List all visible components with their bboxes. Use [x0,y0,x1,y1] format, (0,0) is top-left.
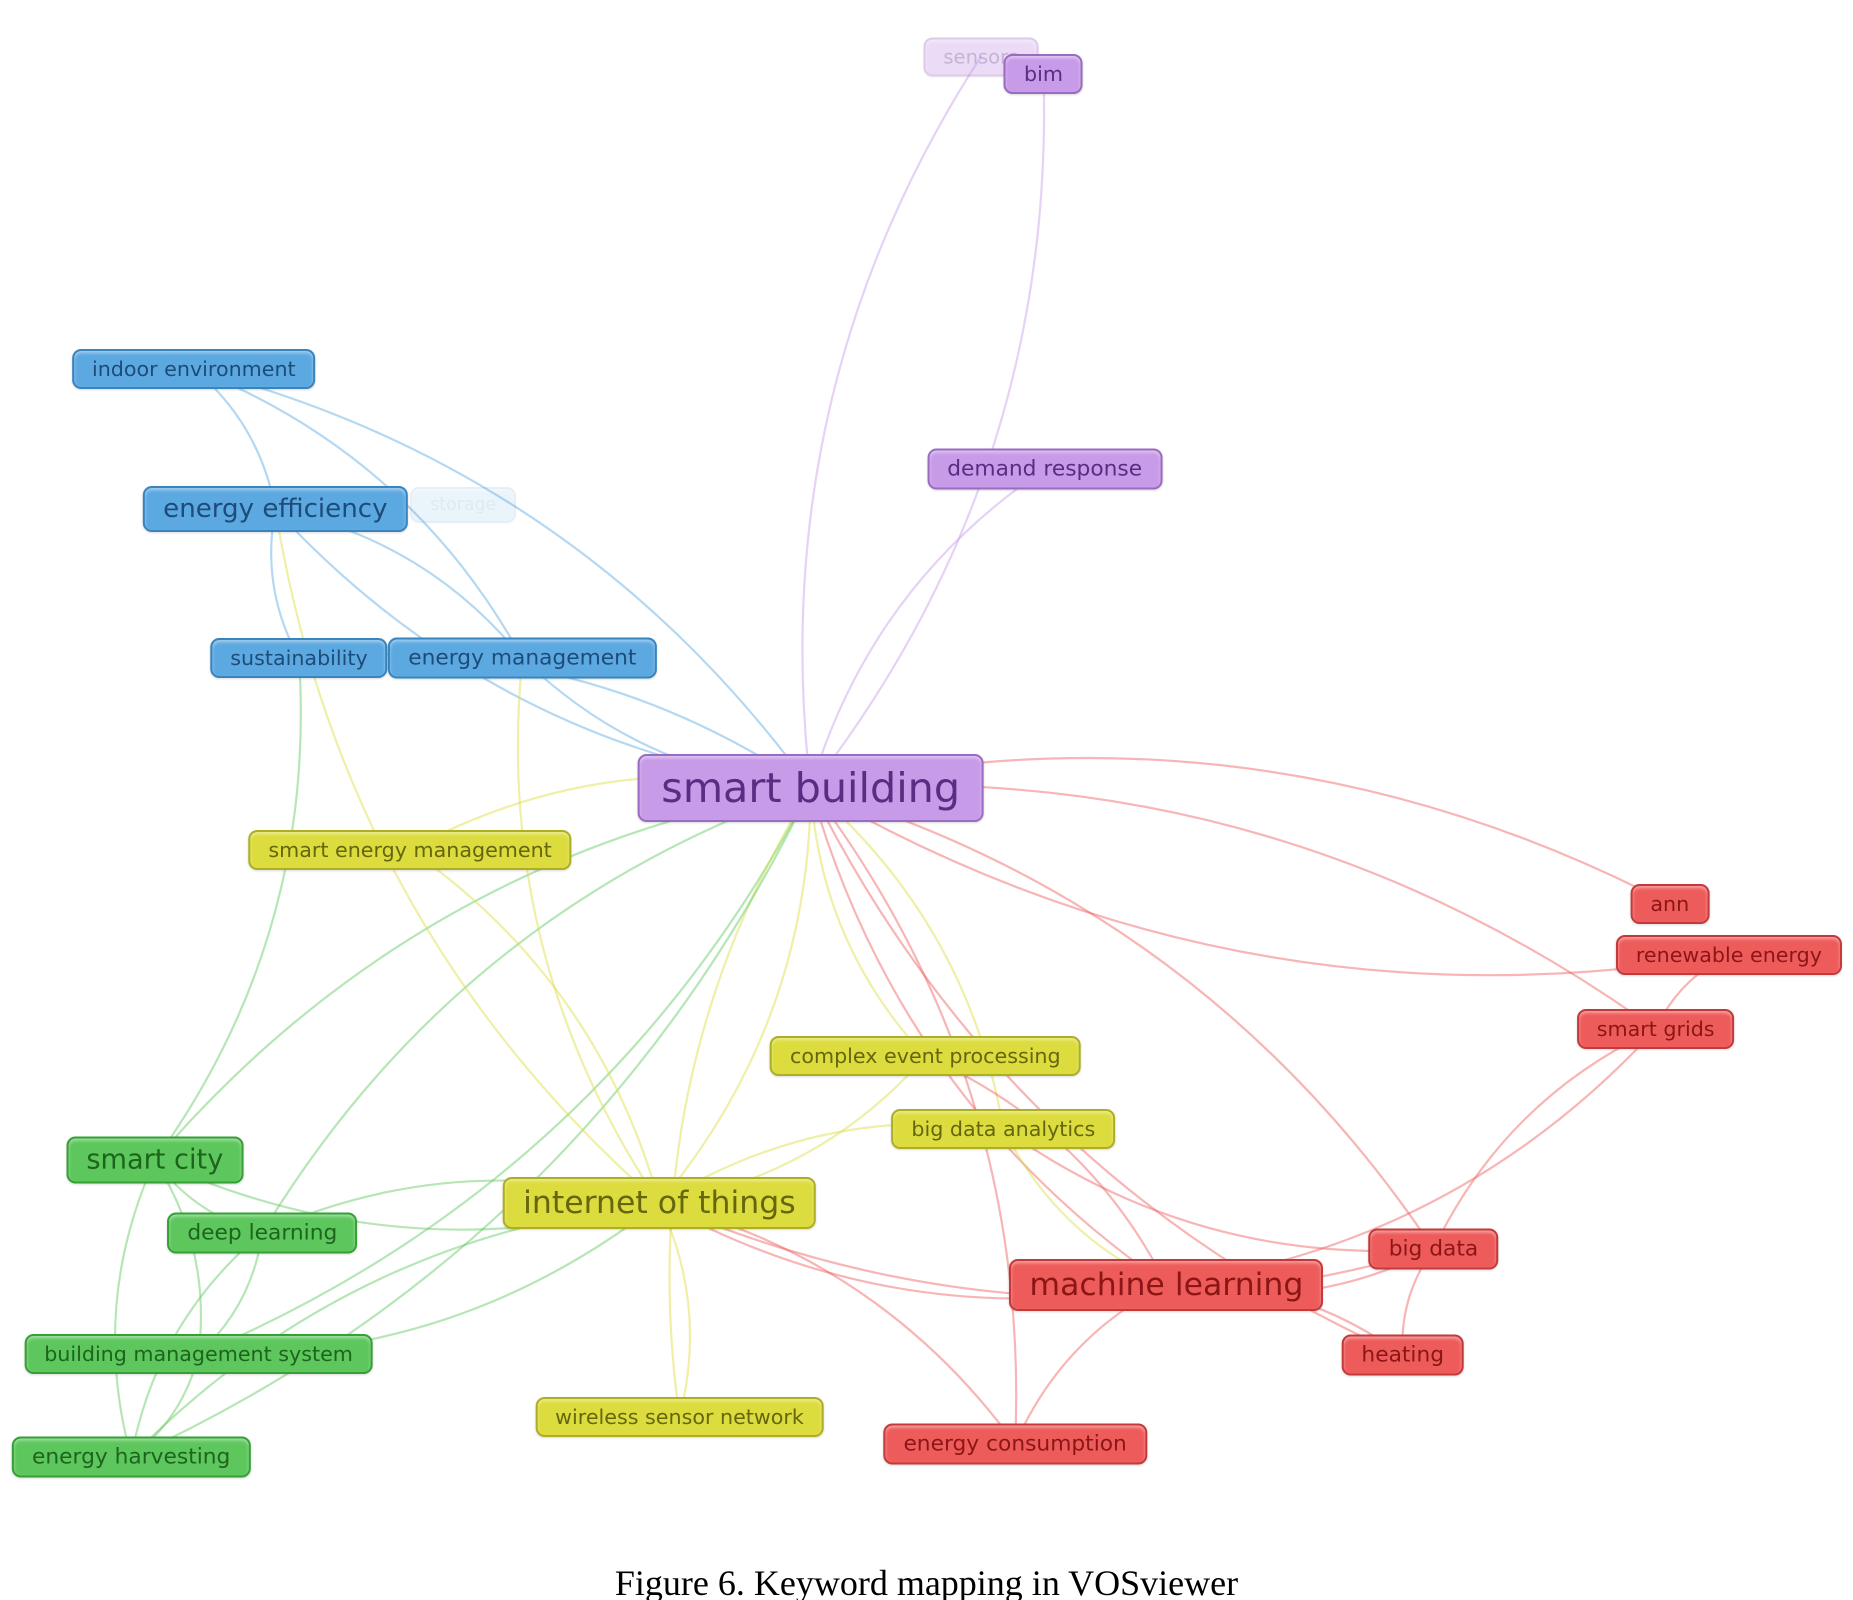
link-smart-energy-management-internet-of-things [409,848,661,1204]
link-energy-efficiency-internet-of-things [274,509,661,1204]
link-smart-building-bim [809,74,1046,789]
keyword-node-smart-energy-management[interactable]: smart energy management [248,829,572,870]
link-smart-building-deep-learning [261,787,812,1234]
keyword-node-building-management-system[interactable]: building management system [24,1334,373,1375]
link-complex-event-processing-machine-learning [924,1055,1168,1286]
keyword-node-machine-learning[interactable]: machine learning [1009,1258,1324,1311]
keyword-node-internet-of-things[interactable]: internet of things [503,1177,816,1230]
keyword-node-energy-harvesting[interactable]: energy harvesting [11,1436,251,1478]
keyword-node-ann[interactable]: ann [1630,884,1710,925]
link-smart-building-renewable-energy [810,787,1730,977]
keyword-node-indoor-environment[interactable]: indoor environment [71,348,316,389]
link-smart-building-big-data [810,787,1435,1250]
link-smart-building-complex-event-processing [809,788,927,1058]
keyword-node-big-data[interactable]: big data [1368,1228,1499,1270]
keyword-node-wireless-sensor-network[interactable]: wireless sensor network [535,1396,824,1437]
link-smart-city-energy-harvesting [113,1160,156,1458]
keyword-node-big-data-analytics[interactable]: big data analytics [891,1108,1116,1149]
keyword-node-demand-response[interactable]: demand response [927,448,1163,490]
link-smart-building-indoor-environment [193,367,812,789]
keyword-node-deep-learning[interactable]: deep learning [167,1212,358,1254]
figure-caption: Figure 6. Keyword mapping in VOSviewer [614,1563,1239,1600]
keyword-node-heating[interactable]: heating [1341,1334,1465,1376]
keyword-node-energy-consumption[interactable]: energy consumption [883,1423,1147,1465]
link-smart-building-sensors [801,56,982,789]
link-smart-building-building-management-system [198,787,812,1356]
keyword-node-sustainability[interactable]: sustainability [210,638,388,679]
keyword-node-renewable-energy[interactable]: renewable energy [1615,934,1842,975]
link-sustainability-smart-city [153,658,302,1162]
link-smart-building-energy-consumption [809,787,1018,1445]
link-smart-building-internet-of-things [658,788,812,1204]
link-smart-building-wireless-sensor-network [668,787,812,1418]
link-smart-building-demand-response [809,468,1046,789]
link-indoor-environment-energy-management [193,367,524,659]
link-energy-management-internet-of-things [516,658,661,1204]
keyword-node-energy-management[interactable]: energy management [388,637,657,679]
keyword-node-storage[interactable]: storage [410,486,517,523]
keyword-node-bim[interactable]: bim [1004,54,1083,95]
keyword-node-complex-event-processing[interactable]: complex event processing [770,1036,1081,1077]
keyword-node-smart-grids[interactable]: smart grids [1576,1009,1735,1050]
link-smart-city-building-management-system [153,1159,203,1355]
link-deep-learning-energy-harvesting [130,1231,264,1458]
keyword-node-smart-city[interactable]: smart city [66,1136,244,1184]
keyword-node-smart-building[interactable]: smart building [637,754,985,823]
keyword-node-energy-efficiency[interactable]: energy efficiency [143,486,408,533]
